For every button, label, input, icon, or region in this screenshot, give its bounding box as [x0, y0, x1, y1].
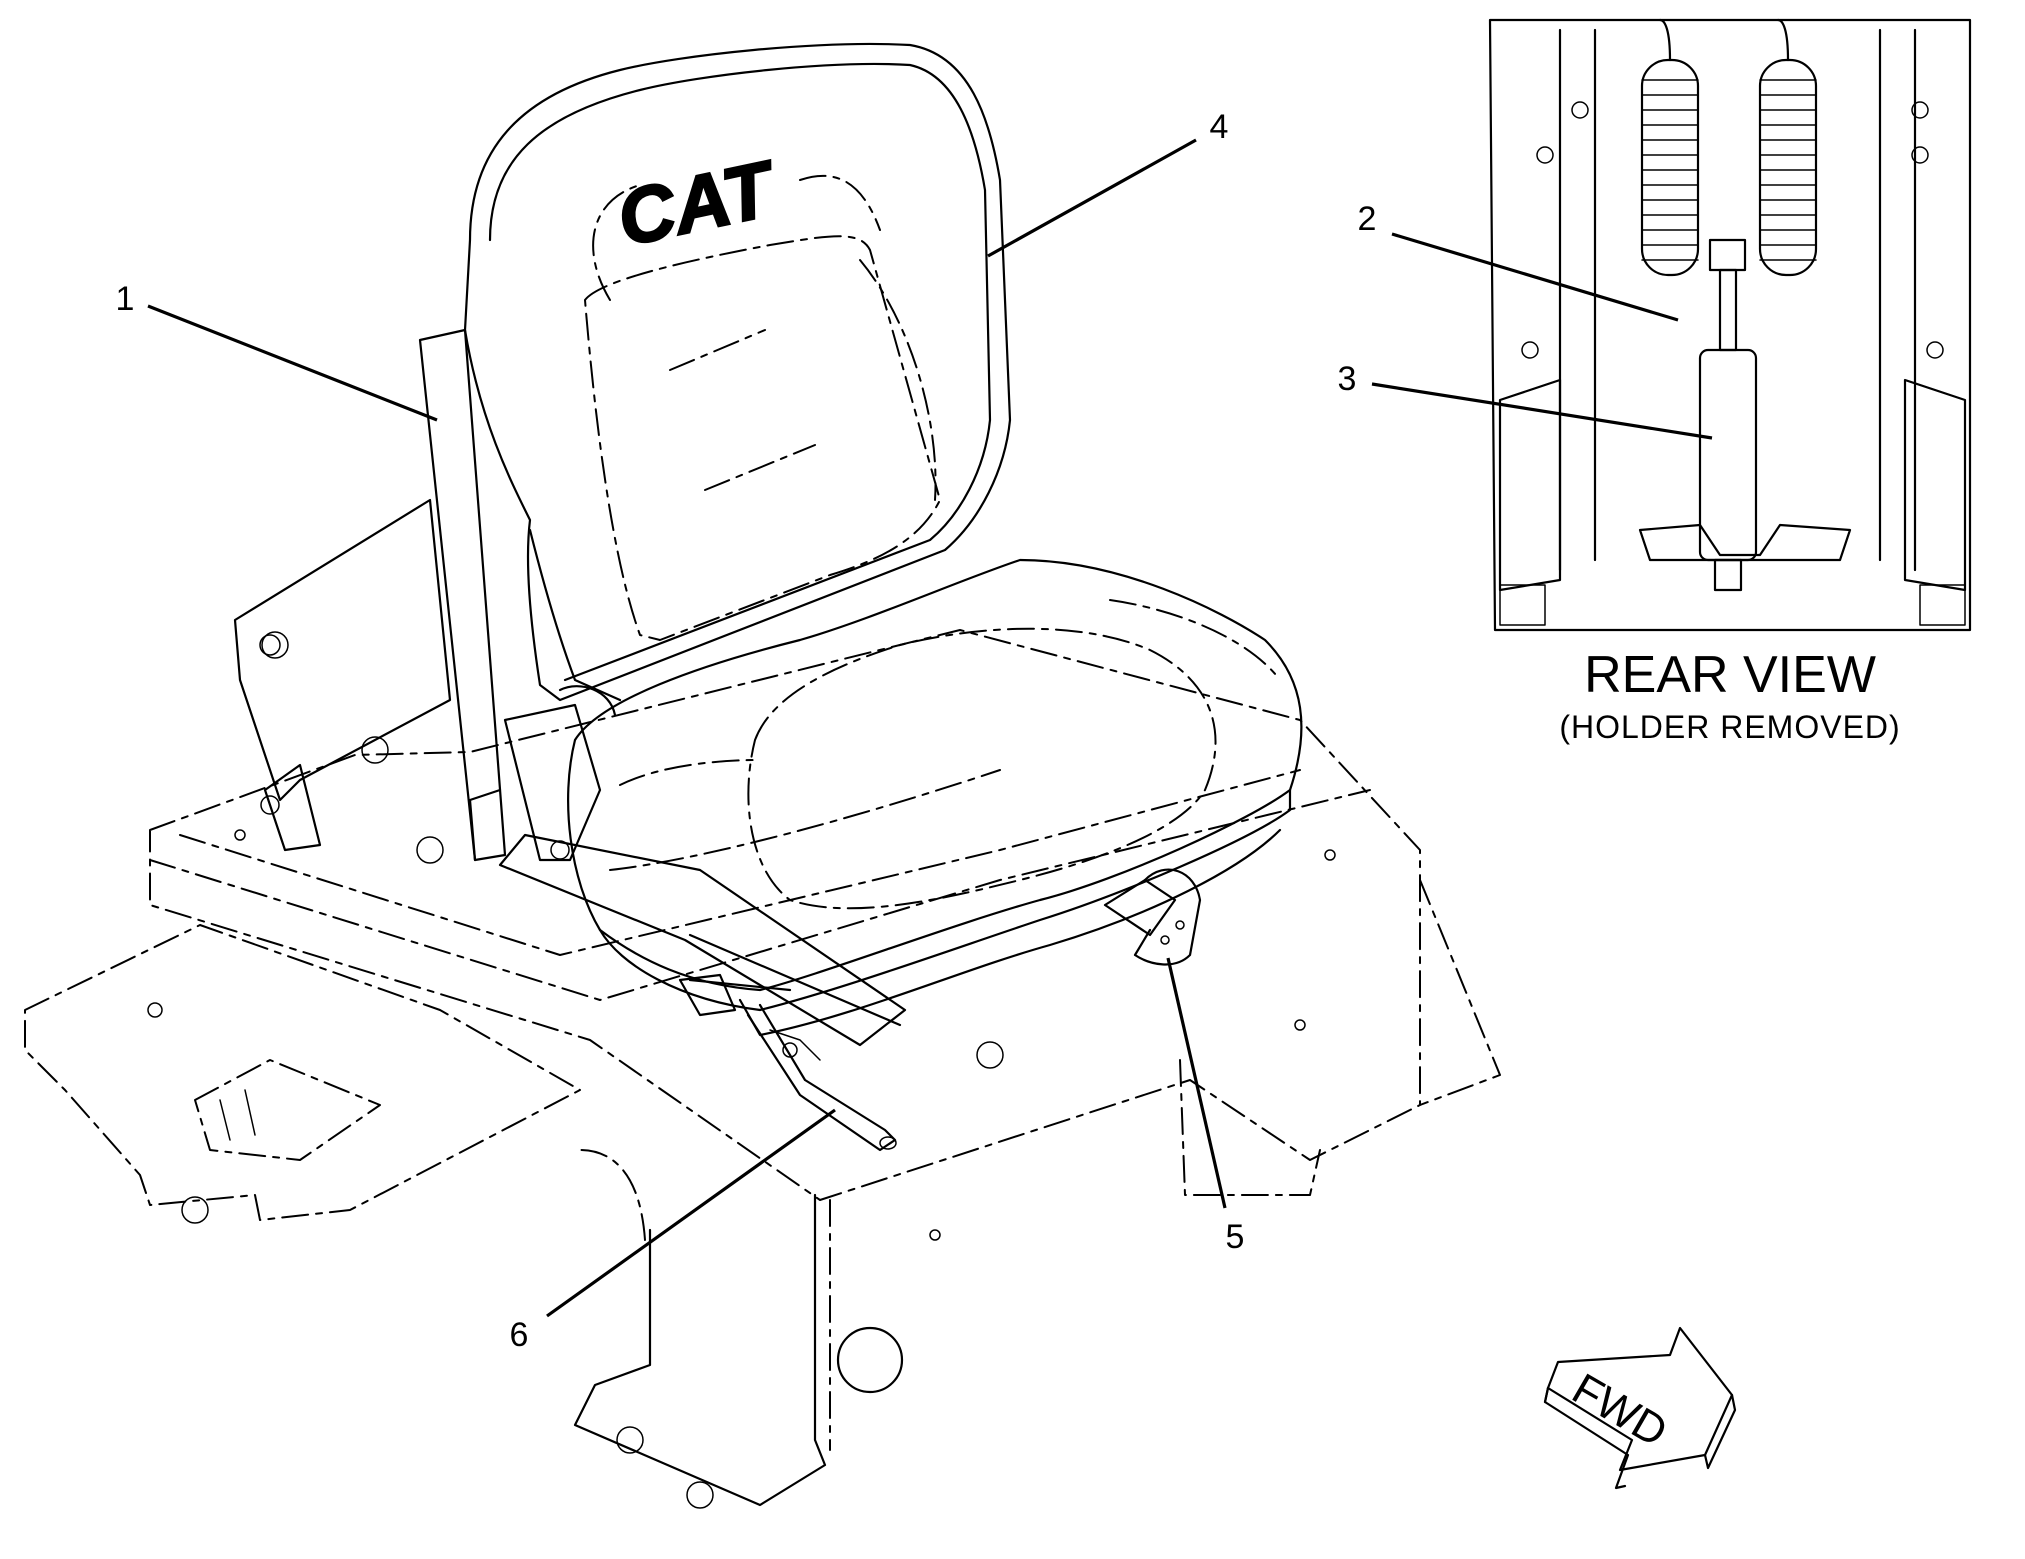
callout-leaders [147, 138, 1713, 1318]
frame-bolts [147, 631, 1336, 1509]
shock-absorber [1698, 238, 1758, 592]
leader-4 [987, 138, 1197, 258]
callout-5: 5 [1226, 1218, 1245, 1256]
leader-6 [546, 1108, 836, 1318]
rear-view-inset [1488, 18, 1972, 632]
leader-1 [147, 304, 438, 422]
cat-logo: CAT [609, 142, 787, 264]
seat-slide-rail [498, 833, 907, 1061]
rear-view-title: REAR VIEW [1584, 646, 1876, 704]
callout-1: 1 [116, 280, 135, 318]
cat-logo-text: CAT [610, 143, 786, 263]
callout-4: 4 [1210, 108, 1229, 146]
leader-2 [1391, 232, 1679, 322]
suspension-springs [1640, 18, 1818, 277]
seat-frame-platform [24, 629, 1501, 1509]
forward-direction-arrow: FWD [1543, 1326, 1737, 1490]
suspension-adjust-knob[interactable] [1103, 868, 1202, 966]
seat-holder-bracket [233, 328, 507, 862]
fore-aft-adjust-lever[interactable] [688, 978, 897, 1152]
callout-2: 2 [1358, 200, 1377, 238]
callout-numbers: 1 2 3 4 5 6 [116, 108, 1377, 1354]
leader-5 [1166, 957, 1227, 1209]
callout-3: 3 [1338, 360, 1357, 398]
leader-3 [1371, 382, 1713, 440]
seat-cushion [503, 558, 1303, 1037]
seat-back [463, 42, 1012, 702]
callout-6: 6 [510, 1316, 529, 1354]
rear-view-subtitle: (HOLDER REMOVED) [1559, 709, 1900, 745]
